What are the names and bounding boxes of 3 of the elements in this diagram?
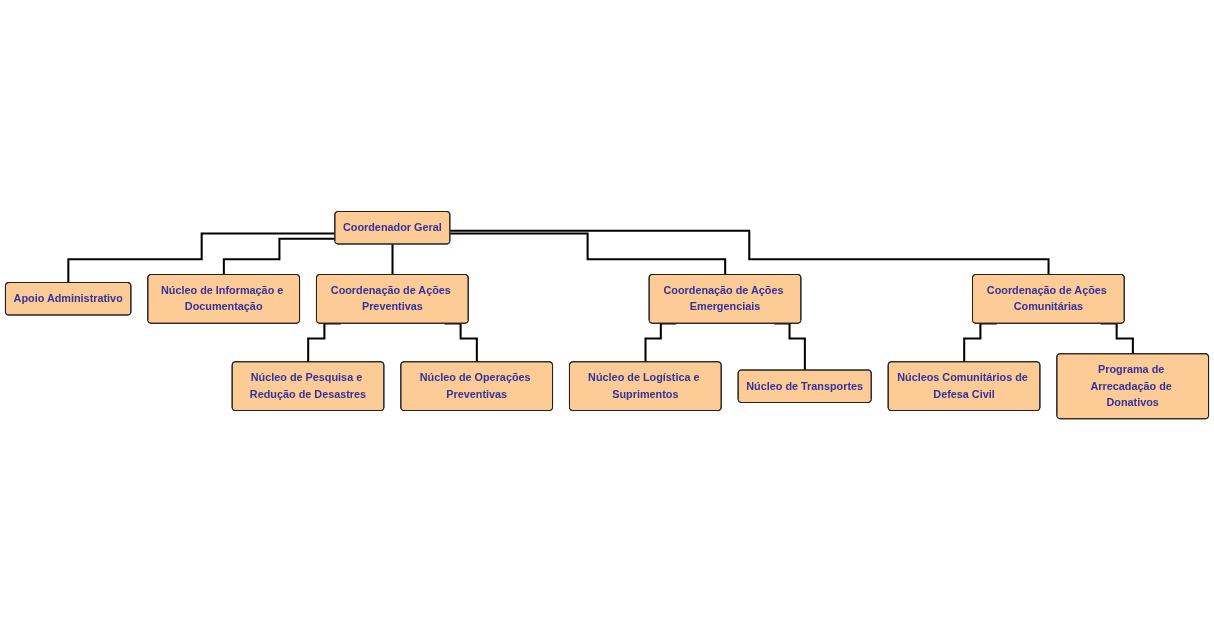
connector <box>450 232 727 276</box>
connector <box>391 243 394 276</box>
connector <box>450 229 1050 276</box>
